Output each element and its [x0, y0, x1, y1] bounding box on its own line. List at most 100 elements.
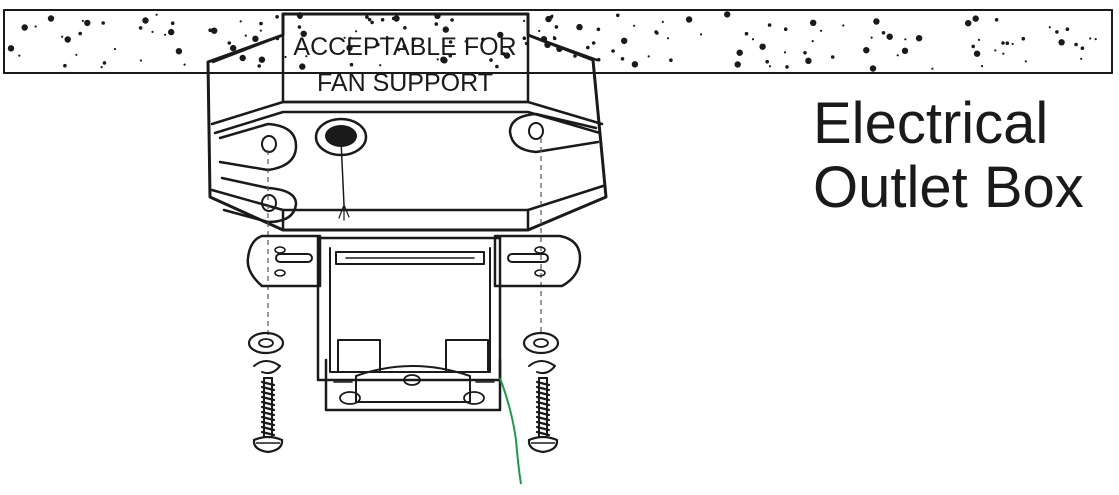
ceiling-dot [81, 19, 84, 22]
ceiling-dot [873, 18, 880, 25]
ceiling-dot [685, 16, 693, 23]
ceiling-dot [227, 41, 232, 45]
ground-wire [499, 377, 522, 485]
ceiling-dot [611, 49, 615, 53]
ceiling-dot [1002, 52, 1005, 55]
ceiling-dot [257, 64, 262, 68]
ceiling-dot [355, 30, 358, 33]
ceiling-dot [616, 13, 620, 18]
ceiling-dot [901, 47, 909, 54]
ceiling-dot [654, 30, 658, 34]
ceiling-dot [661, 20, 664, 23]
fan-support-label-line1: ACCEPTABLE FOR [293, 33, 516, 61]
ceiling-dot [631, 61, 639, 68]
left-screw-assembly [247, 331, 285, 454]
ceiling-dot [47, 15, 55, 22]
ceiling-dot [502, 52, 506, 56]
ceiling-dot [870, 36, 873, 39]
ceiling-dot [495, 64, 499, 69]
right-screw-icon [527, 377, 559, 454]
ceiling-dot [259, 29, 262, 32]
ceiling-dot [489, 58, 493, 62]
ceiling-dot [875, 22, 878, 25]
ceiling-dot [1055, 30, 1059, 34]
ceiling-dot [785, 65, 789, 69]
ceiling-dot [972, 15, 979, 22]
ceiling-dot [413, 38, 416, 41]
ceiling-dot [61, 35, 64, 38]
ceiling-dot [448, 53, 453, 58]
ceiling-dot [142, 17, 149, 24]
ceiling-dot [596, 27, 601, 32]
ceiling-dot [18, 54, 21, 57]
ceiling-dot [376, 42, 380, 47]
ceiling-dot [349, 62, 354, 67]
ceiling-dot [811, 40, 814, 43]
ceiling-dot [810, 19, 817, 26]
ceiling-dot [767, 23, 772, 27]
ceiling-dot [994, 49, 997, 52]
left-lower-ear-hole-icon [261, 194, 277, 212]
ceiling-dot [980, 65, 984, 68]
ceiling-dot [244, 34, 247, 37]
ceiling-dot [284, 55, 287, 59]
ceiling-dot [522, 36, 527, 40]
ceiling-dot [576, 23, 583, 31]
ceiling-dot [102, 61, 107, 65]
ceiling-dot [869, 65, 877, 72]
ceiling-dot [523, 19, 526, 22]
ceiling-dot [258, 56, 266, 63]
ceiling-dot [346, 44, 353, 52]
ceiling-dot [379, 64, 382, 67]
ceiling-dot [365, 15, 369, 19]
ceiling-dot [586, 45, 590, 50]
left-ear-hole-icon [261, 135, 277, 153]
ceiling-dot [736, 49, 743, 56]
ceiling-dot [538, 29, 541, 33]
mounting-bracket [246, 234, 582, 412]
ceiling-dot [863, 47, 870, 54]
ceiling-dot [63, 63, 67, 68]
ceiling-dot [977, 38, 981, 42]
ceiling-dot [436, 58, 439, 61]
ceiling-dot [1094, 38, 1097, 41]
ceiling-dot [21, 24, 28, 31]
ceiling-dot [164, 33, 167, 36]
ceiling-dot [101, 21, 105, 25]
ceiling-dot [931, 67, 934, 70]
ceiling-dot [647, 55, 650, 58]
ceiling-dot [973, 50, 981, 57]
ceiling-dot [230, 44, 237, 52]
ceiling-dot [915, 35, 923, 42]
ceiling-dot [1065, 27, 1070, 32]
ceiling-dot [397, 49, 400, 52]
ceiling-dot [252, 35, 259, 42]
ceiling-dot [1005, 41, 1010, 45]
ceiling-dot [239, 54, 246, 62]
ceiling-dot [299, 63, 306, 70]
ceiling-dot [75, 53, 78, 56]
ceiling-dot [803, 51, 807, 55]
ceiling-dot [84, 19, 91, 27]
ceiling-dot [138, 26, 143, 30]
ceiling-dot [139, 59, 142, 62]
ceiling-dot [881, 31, 886, 35]
ceiling-dot [239, 20, 242, 23]
ceiling-dot [100, 66, 103, 69]
ceiling-dot [151, 30, 154, 33]
ceiling-dot [886, 33, 893, 40]
ceiling-dot [444, 27, 449, 31]
ceiling-dot [1001, 41, 1005, 45]
ceiling-dot [724, 11, 731, 18]
ceiling-dot [175, 48, 183, 55]
ceiling-dot [386, 35, 389, 39]
ceiling-dot [744, 31, 749, 36]
ceiling-dot [554, 25, 559, 29]
ceiling-dot [633, 24, 636, 27]
ceiling-dot [621, 37, 628, 44]
ceiling-dot [275, 14, 279, 19]
ceiling-dot [545, 15, 552, 23]
right-screw-assembly [522, 331, 560, 454]
ceiling-dot [1080, 46, 1085, 50]
ceiling-dot [170, 21, 175, 26]
